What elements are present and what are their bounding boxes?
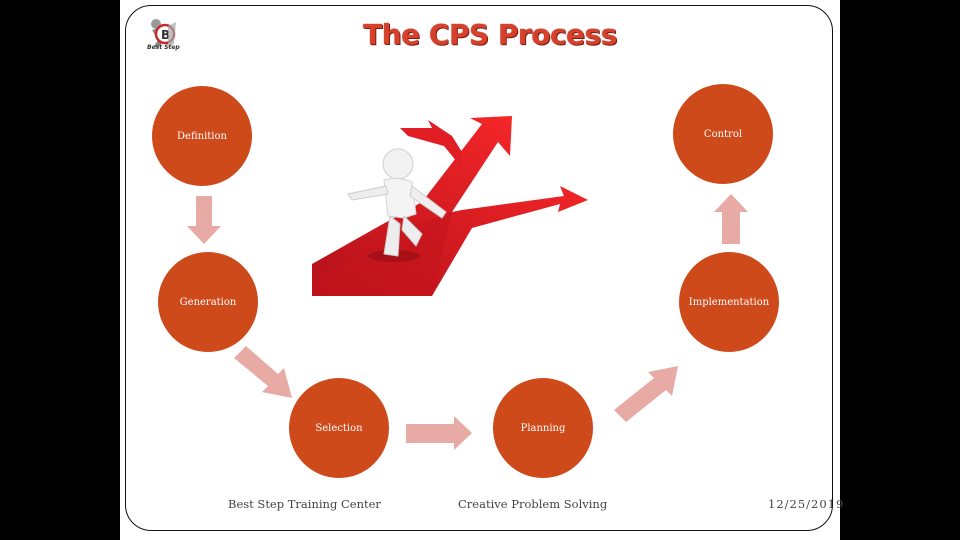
node-selection: Selection [289, 378, 389, 478]
crossroads-illustration [312, 116, 588, 296]
process-arrows [187, 194, 748, 450]
slide-frame [125, 5, 833, 531]
node-generation: Generation [158, 252, 258, 352]
arrow-planning-implementation [614, 366, 678, 422]
best-step-logo-icon: B [151, 19, 176, 48]
node-definition: Definition [152, 86, 252, 186]
arrow-generation-selection [234, 346, 292, 398]
node-planning: Planning [493, 378, 593, 478]
node-implementation: Implementation [679, 252, 779, 352]
arrow-definition-generation [187, 196, 221, 244]
slide-title: The CPS Process [363, 18, 617, 51]
footer-date: 12/25/2019 [768, 497, 845, 511]
node-control: Control [673, 84, 773, 184]
logo-text: Best Step [147, 44, 180, 51]
slide: B Best Step The CPS Process [120, 0, 843, 540]
arrow-implementation-control [714, 194, 748, 244]
footer-topic: Creative Problem Solving [458, 497, 608, 511]
svg-text:B: B [161, 28, 170, 42]
footer-organization: Best Step Training Center [228, 497, 381, 511]
arrow-selection-planning [406, 416, 472, 450]
